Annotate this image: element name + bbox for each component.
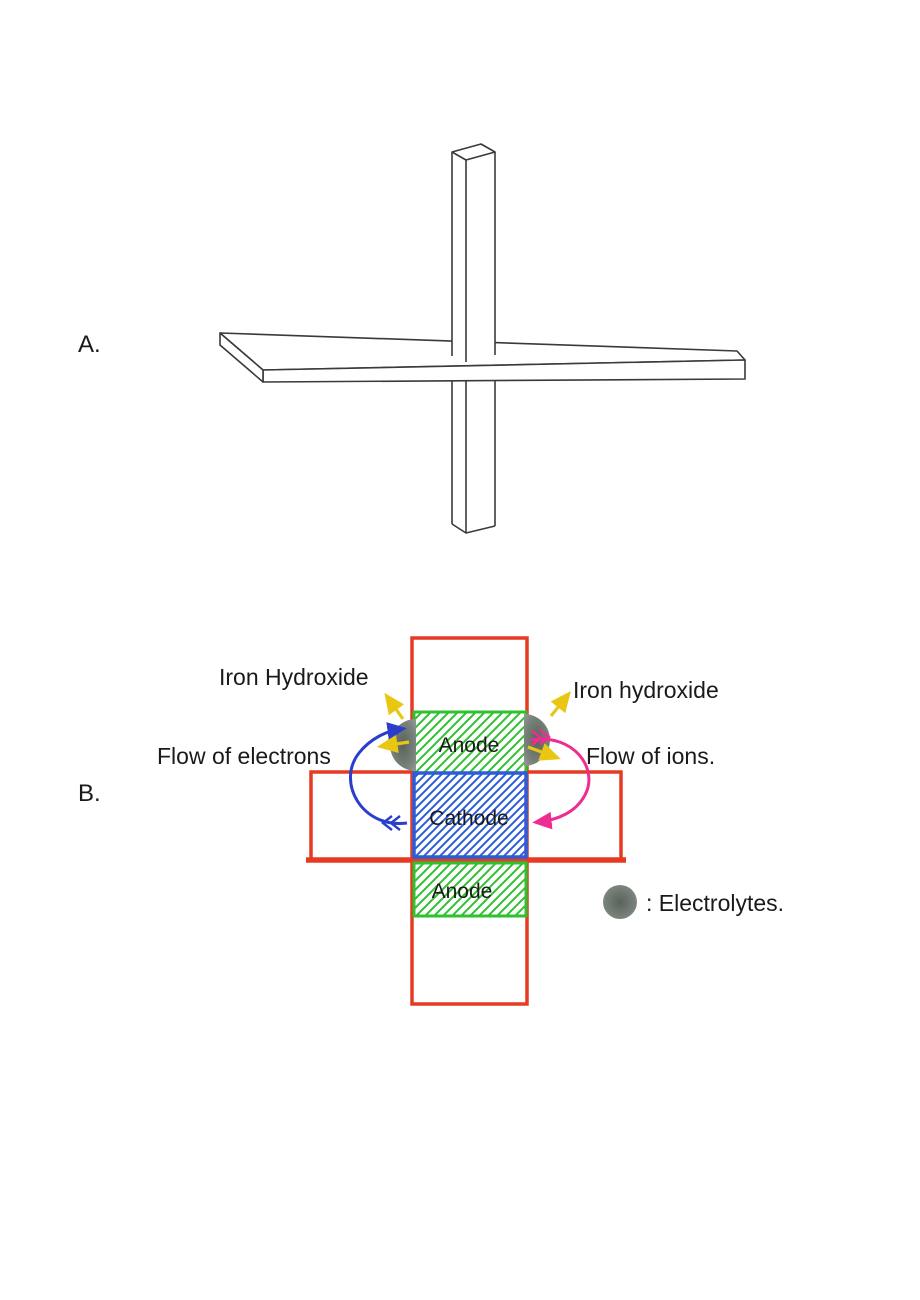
panel-a-label: A.	[78, 331, 101, 358]
anode-top-label: Anode	[439, 734, 500, 757]
panel-b: B.	[78, 636, 784, 1006]
hydroxide-arrows	[376, 691, 571, 761]
hydroxide-arrow-right-icon	[549, 691, 571, 717]
ion-flow-arrow	[530, 729, 591, 830]
electron-arrow-fletching-icon	[389, 815, 401, 831]
flow-of-electrons-label: Flow of electrons	[157, 743, 331, 769]
vertical-bar-lower	[451, 372, 496, 534]
electrolytes-legend: : Electrolytes.	[603, 885, 784, 919]
cathode-box	[412, 771, 528, 859]
hydroxide-arrow-left-icon	[384, 692, 405, 720]
vertical-bar-lower-body	[452, 372, 495, 533]
ion-arrow-fletching-icon	[539, 729, 551, 745]
droplet-arrow-right-icon	[527, 743, 561, 761]
electron-flow-arrow	[348, 722, 408, 831]
plank-left-end-face	[219, 332, 264, 383]
vertical-bar-upper	[451, 143, 496, 362]
electron-flow-curve-icon	[348, 722, 408, 825]
ion-arrow-fletching-icon	[531, 730, 543, 746]
iron-hydroxide-right-label: Iron hydroxide	[573, 677, 719, 703]
flow-of-ions-label: Flow of ions.	[586, 743, 715, 769]
cathode-label: Cathode	[429, 807, 508, 830]
vertical-bar-upper-body	[452, 144, 495, 362]
anode-bottom-box	[412, 861, 528, 918]
panel-b-label: B.	[78, 780, 101, 807]
anode-bottom-label: Anode	[432, 880, 493, 903]
bar-bottom-edge	[451, 523, 496, 534]
panel-a: A.	[78, 143, 746, 534]
electrolytes-legend-label: : Electrolytes.	[646, 890, 784, 916]
iron-hydroxide-left-label: Iron Hydroxide	[219, 664, 369, 690]
annotation-labels: Iron Hydroxide Iron hydroxide Flow of el…	[157, 664, 719, 769]
ion-flow-curve-icon	[530, 737, 591, 830]
electron-arrow-fletching-icon	[381, 815, 393, 831]
electrolyte-legend-dot-icon	[603, 885, 637, 919]
region-labels: Anode Cathode Anode	[429, 734, 508, 903]
droplet-arrow-left-icon	[376, 734, 410, 754]
